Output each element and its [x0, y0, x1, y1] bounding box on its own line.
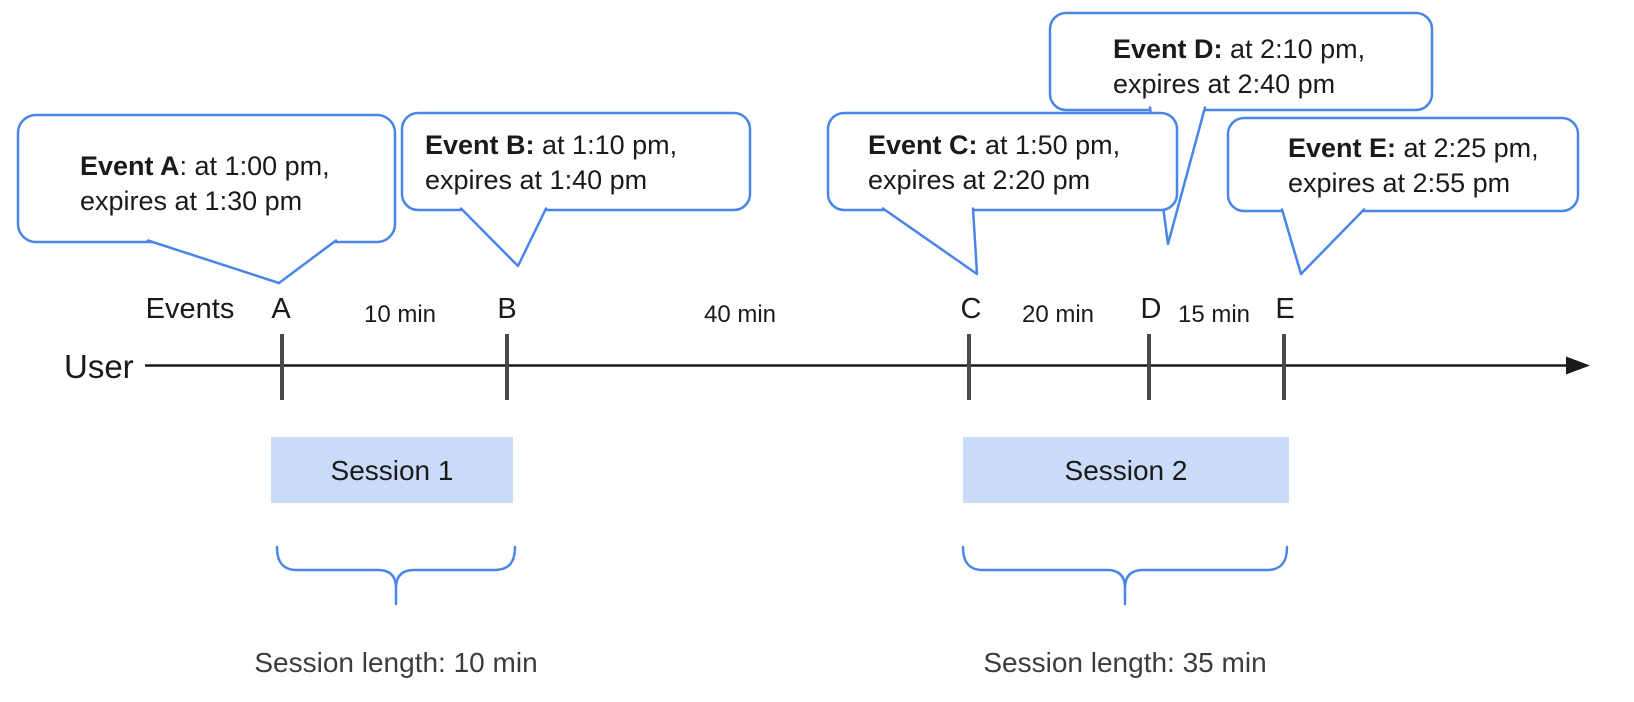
event-mark-a: A [271, 293, 291, 325]
session-bars: Session 1 Session 2 [271, 437, 1289, 503]
callout-event-e-line2: expires at 2:55 pm [1288, 168, 1510, 198]
callout-event-e-line1: Event E: at 2:25 pm, [1288, 133, 1539, 163]
session-2-brace [961, 545, 1289, 606]
user-label: User [64, 348, 134, 385]
callout-event-b-line2: expires at 1:40 pm [425, 165, 647, 195]
events-label: Events [146, 293, 235, 325]
event-mark-b: B [497, 293, 516, 325]
session-2-bar [963, 437, 1289, 503]
session-1-length-label: Session length: 10 min [254, 647, 537, 678]
callout-event-d-bubble [1048, 11, 1434, 112]
callout-event-d-line2: expires at 2:40 pm [1113, 69, 1335, 99]
tick-c [967, 334, 971, 400]
event-mark-c: C [961, 293, 982, 325]
tick-b [505, 334, 509, 400]
callout-event-a-line2: expires at 1:30 pm [80, 186, 302, 216]
callout-event-b-bubble [400, 111, 752, 212]
callout-event-a: Event A: at 1:00 pm, expires at 1:30 pm [16, 113, 397, 285]
event-mark-d: D [1141, 293, 1162, 325]
callout-event-c: Event C: at 1:50 pm, expires at 2:20 pm [826, 111, 1179, 276]
callout-event-d: Event D: at 2:10 pm, expires at 2:40 pm [1048, 11, 1434, 246]
callout-event-c-bubble [826, 111, 1179, 212]
callout-event-a-tail [146, 239, 338, 285]
session-2-length-label: Session length: 35 min [983, 647, 1266, 678]
event-mark-e: E [1275, 293, 1294, 325]
session-1-label: Session 1 [331, 455, 454, 486]
callout-event-e: Event E: at 2:25 pm, expires at 2:55 pm [1226, 116, 1580, 276]
callout-event-c-line1: Event C: at 1:50 pm, [868, 130, 1120, 160]
callout-event-a-line1: Event A: at 1:00 pm, [80, 151, 330, 181]
callout-event-e-bubble [1226, 116, 1580, 213]
callout-event-e-tail [1280, 208, 1366, 276]
callout-event-c-tail [881, 207, 979, 276]
axis-labels: User Events A B C D E 10 min 40 min 20 m… [64, 293, 1295, 385]
session-1-brace [275, 545, 517, 606]
duration-b-c: 40 min [704, 301, 776, 328]
timeline-axis [145, 334, 1590, 400]
timeline-arrowhead-icon [1566, 356, 1590, 375]
tick-e [1282, 334, 1286, 400]
tick-d [1147, 334, 1151, 400]
callout-event-b-line1: Event B: at 1:10 pm, [425, 130, 677, 160]
duration-a-b: 10 min [364, 301, 436, 328]
callout-event-d-line1: Event D: at 2:10 pm, [1113, 34, 1365, 64]
callout-event-b-tail [459, 207, 548, 268]
tick-a [280, 334, 284, 400]
duration-d-e: 15 min [1178, 301, 1250, 328]
session-2-label: Session 2 [1065, 455, 1188, 486]
callout-event-b: Event B: at 1:10 pm, expires at 1:40 pm [400, 111, 752, 268]
session-1-bar [271, 437, 513, 503]
duration-c-d: 20 min [1022, 301, 1094, 328]
callout-event-c-line2: expires at 2:20 pm [868, 165, 1090, 195]
session-braces: Session length: 10 min Session length: 3… [254, 545, 1289, 678]
